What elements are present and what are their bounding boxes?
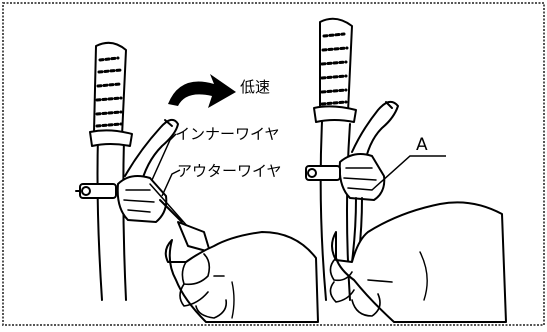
left-handlebar-grip [94, 43, 126, 136]
label-low-speed: 低速 [240, 80, 270, 95]
right-handlebar-grip [320, 19, 352, 112]
label-marker-a: A [416, 137, 428, 154]
label-inner-wire: インナーワイヤ [175, 127, 280, 142]
label-outer-wire: アウターワイヤ [177, 164, 282, 179]
